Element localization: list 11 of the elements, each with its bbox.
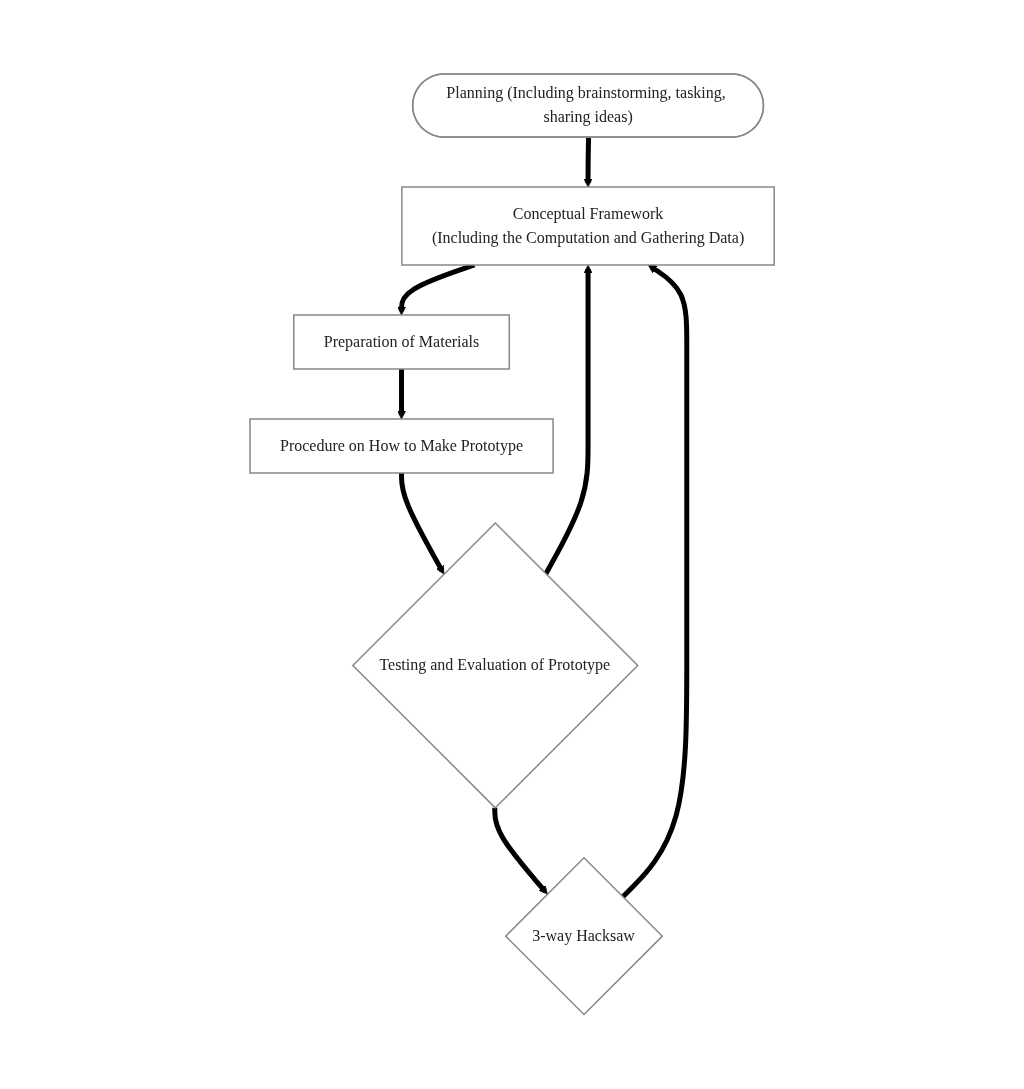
node-box: Procedure on How to Make Prototype	[249, 418, 554, 474]
arrow	[397, 369, 406, 420]
node-diamond: Testing and Evaluation of Prototype	[351, 522, 639, 810]
arrow	[583, 137, 593, 188]
node-diamond: 3-way Hacksaw	[504, 857, 664, 1016]
node-box: Preparation of Materials	[292, 314, 510, 370]
arrow	[492, 808, 548, 895]
arrow	[543, 264, 593, 576]
arrow	[398, 473, 445, 575]
arrow	[620, 264, 690, 899]
node-box: Conceptual Framework (Including the Computation and Gathering Data)	[401, 186, 775, 266]
